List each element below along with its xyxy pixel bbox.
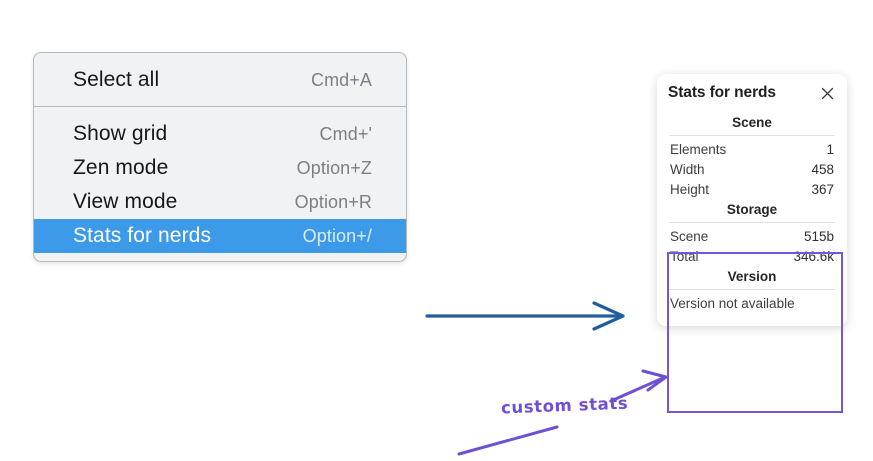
section-title-version: Version	[727, 269, 777, 284]
context-menu[interactable]: Select all Cmd+A Show grid Cmd+' Zen mod…	[33, 52, 407, 262]
stat-label: Elements	[670, 141, 727, 157]
menu-item-stats-for-nerds[interactable]: Stats for nerds Option+/	[34, 219, 406, 253]
version-note: Version not available	[670, 296, 795, 311]
menu-item-view-mode[interactable]: View mode Option+R	[34, 185, 406, 219]
menu-item-shortcut: Option+Z	[296, 157, 372, 178]
section-title-storage: Storage	[726, 202, 778, 217]
stat-label: Height	[670, 181, 710, 197]
section-divider	[669, 289, 835, 290]
menu-item-show-grid[interactable]: Show grid Cmd+'	[34, 117, 406, 151]
stat-row-scene-storage: Scene 515b	[668, 226, 836, 246]
stat-value: 1	[826, 141, 834, 157]
menu-item-label: Zen mode	[73, 156, 169, 179]
stat-value: 346.6k	[793, 248, 834, 264]
section-divider	[669, 222, 835, 223]
stats-for-nerds-panel: Stats for nerds Scene Elements 1 Width 4…	[657, 74, 847, 326]
menu-item-shortcut: Cmd+A	[310, 69, 372, 90]
stat-value: 367	[811, 181, 834, 197]
menu-item-zen-mode[interactable]: Zen mode Option+Z	[34, 151, 406, 185]
menu-item-label: View mode	[73, 190, 178, 213]
menu-item-shortcut: Option+/	[302, 225, 372, 246]
menu-item-label: Show grid	[73, 122, 168, 145]
blue-arrow-annotation	[425, 301, 625, 331]
stat-label: Width	[670, 161, 705, 177]
menu-group-2: Show grid Cmd+' Zen mode Option+Z View m…	[34, 107, 406, 261]
menu-divider	[34, 106, 406, 107]
section-title-scene: Scene	[732, 115, 772, 130]
menu-group-1: Select all Cmd+A	[34, 53, 406, 106]
purple-arrow-lower-annotation	[457, 425, 559, 456]
panel-title: Stats for nerds	[668, 84, 776, 101]
menu-item-select-all[interactable]: Select all Cmd+A	[34, 63, 406, 97]
stat-row-total-storage: Total 346.6k	[668, 246, 836, 266]
menu-item-shortcut: Cmd+'	[319, 123, 372, 144]
section-divider	[669, 135, 835, 136]
stats-section-version: Version Version not available	[668, 266, 836, 312]
menu-item-shortcut: Option+R	[294, 191, 372, 212]
stat-row-elements: Elements 1	[668, 139, 836, 159]
stats-section-scene: Scene Elements 1 Width 458 Height 367	[668, 112, 836, 199]
stat-row-height: Height 367	[668, 179, 836, 199]
stat-value: 515b	[803, 228, 834, 244]
stat-label: Total	[670, 248, 699, 264]
stats-section-storage: Storage Scene 515b Total 346.6k	[668, 199, 836, 266]
menu-item-label: Select all	[73, 68, 160, 91]
menu-item-label: Stats for nerds	[73, 224, 212, 247]
stat-value: 458	[811, 161, 834, 177]
close-icon[interactable]	[819, 85, 836, 102]
stat-row-width: Width 458	[668, 159, 836, 179]
stat-label: Scene	[670, 228, 709, 244]
handwritten-annotation-label: custom stats	[500, 393, 629, 418]
panel-header: Stats for nerds	[668, 84, 836, 102]
